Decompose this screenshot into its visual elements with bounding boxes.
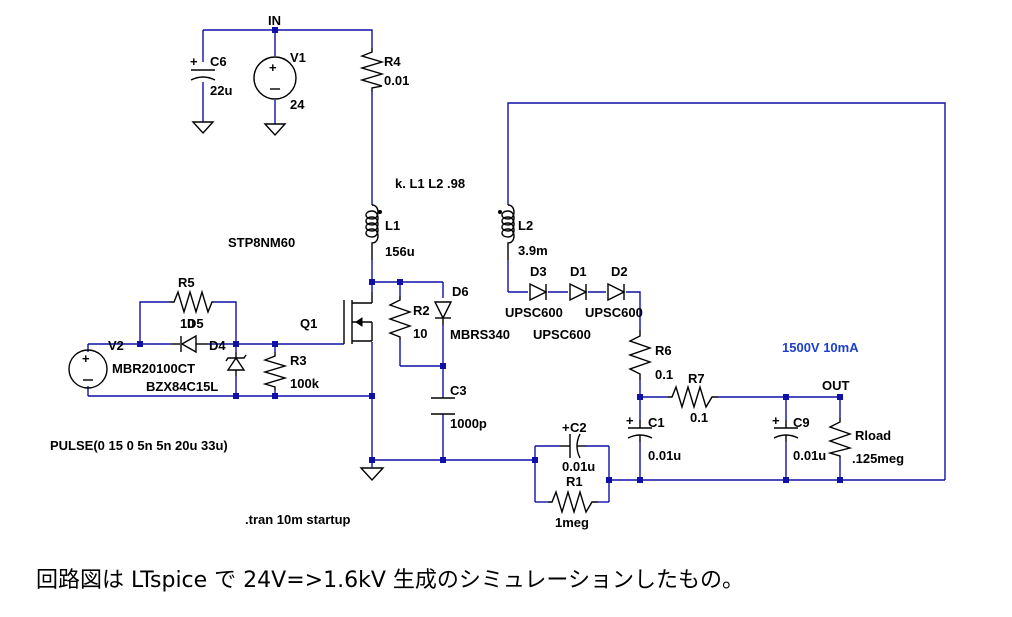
label-r3-value: 100k bbox=[290, 376, 320, 391]
junction-dots bbox=[137, 27, 843, 483]
label-r1: R1 bbox=[566, 474, 583, 489]
label-v2: V2 bbox=[108, 338, 124, 353]
d3-diode[interactable] bbox=[529, 282, 548, 302]
label-pulse: PULSE(0 15 0 5n 5n 20u 33u) bbox=[50, 438, 228, 453]
label-c9: C9 bbox=[793, 415, 810, 430]
label-q1: Q1 bbox=[300, 316, 317, 331]
label-d2: D2 bbox=[611, 264, 628, 279]
l1-inductor[interactable] bbox=[365, 204, 382, 260]
label-r7-value: 0.1 bbox=[690, 410, 708, 425]
q1-mosfet[interactable] bbox=[343, 292, 373, 344]
label-v1-value: 24 bbox=[290, 97, 305, 112]
label-d6-model: MBRS340 bbox=[450, 327, 510, 342]
ground-c6-icon bbox=[191, 121, 215, 135]
r4-resistor[interactable] bbox=[359, 48, 385, 92]
c9-capacitor[interactable]: + bbox=[772, 413, 799, 442]
label-c1: C1 bbox=[648, 415, 665, 430]
label-rload-value: .125meg bbox=[852, 451, 904, 466]
svg-text:+: + bbox=[82, 351, 90, 366]
d2-diode[interactable] bbox=[607, 282, 626, 302]
label-r5: R5 bbox=[178, 275, 195, 290]
label-l1-value: 156u bbox=[385, 244, 415, 259]
l2-inductor[interactable] bbox=[498, 204, 515, 260]
svg-text:+: + bbox=[626, 413, 634, 428]
d4-zener-diode[interactable] bbox=[225, 352, 247, 376]
c1-capacitor[interactable]: + bbox=[626, 413, 653, 442]
label-d3-model: UPSC600 bbox=[505, 305, 563, 320]
caption-text: 回路図は LTspice で 24V=>1.6kV 生成のシミュレーションしたも… bbox=[36, 568, 744, 593]
label-d1: D1 bbox=[570, 264, 587, 279]
label-r4: R4 bbox=[384, 54, 401, 69]
label-d5: D5 bbox=[187, 316, 204, 331]
svg-text:+: + bbox=[269, 60, 277, 75]
label-c6: C6 bbox=[210, 54, 227, 69]
r5-resistor[interactable] bbox=[170, 289, 214, 315]
c3-capacitor[interactable] bbox=[431, 397, 455, 415]
label-c2: C2 bbox=[570, 420, 587, 435]
label-l1: L1 bbox=[385, 218, 400, 233]
d1-diode[interactable] bbox=[569, 282, 588, 302]
label-v1: V1 bbox=[290, 50, 306, 65]
label-d1-model: UPSC600 bbox=[533, 327, 591, 342]
label-d4-model: BZX84C15L bbox=[146, 379, 218, 394]
label-d2-model: UPSC600 bbox=[585, 305, 643, 320]
label-d4: D4 bbox=[209, 338, 226, 353]
label-mosfet-model: STP8NM60 bbox=[228, 235, 295, 250]
label-r6: R6 bbox=[655, 343, 672, 358]
c2-capacitor[interactable]: + bbox=[560, 420, 586, 459]
svg-text:+: + bbox=[190, 54, 198, 69]
c6-capacitor[interactable]: + bbox=[190, 54, 216, 81]
svg-text:+: + bbox=[772, 413, 780, 428]
label-r2: R2 bbox=[413, 303, 430, 318]
label-r1-value: 1meg bbox=[555, 515, 589, 530]
v2-pulse-source[interactable]: + bbox=[68, 349, 108, 389]
r3-resistor[interactable] bbox=[262, 352, 288, 390]
circuit-schematic: + + bbox=[50, 13, 946, 530]
label-c9-value: 0.01u bbox=[793, 448, 826, 463]
ground-v1-icon bbox=[263, 123, 287, 137]
r7-resistor[interactable] bbox=[668, 384, 718, 410]
label-in: IN bbox=[268, 13, 281, 28]
label-c1-value: 0.01u bbox=[648, 448, 681, 463]
d6-diode[interactable] bbox=[433, 301, 453, 325]
wires bbox=[87, 29, 946, 503]
label-c3: C3 bbox=[450, 383, 467, 398]
label-r3: R3 bbox=[290, 353, 307, 368]
v1-voltage-source[interactable]: + bbox=[253, 56, 297, 100]
label-tran: .tran 10m startup bbox=[245, 512, 351, 527]
d5-diode[interactable] bbox=[172, 334, 208, 354]
label-rload: Rload bbox=[855, 428, 891, 443]
rload-resistor[interactable] bbox=[827, 418, 853, 458]
label-d6: D6 bbox=[452, 284, 469, 299]
label-c2-value: 0.01u bbox=[562, 459, 595, 474]
label-d5-model: MBR20100CT bbox=[112, 361, 195, 376]
label-out: OUT bbox=[822, 378, 850, 393]
label-c6-value: 22u bbox=[210, 83, 232, 98]
label-r5-value: 10 bbox=[180, 316, 194, 331]
label-r7: R7 bbox=[688, 371, 705, 386]
label-r6-value: 0.1 bbox=[655, 367, 673, 382]
label-l2: L2 bbox=[518, 218, 533, 233]
r6-resistor[interactable] bbox=[627, 330, 653, 380]
r1-resistor[interactable] bbox=[548, 489, 598, 515]
r2-resistor[interactable] bbox=[387, 296, 413, 340]
label-l2-value: 3.9m bbox=[518, 243, 548, 258]
label-d3: D3 bbox=[530, 264, 547, 279]
svg-text:+: + bbox=[562, 420, 570, 435]
label-c3-value: 1000p bbox=[450, 416, 487, 431]
label-coupling: k. L1 L2 .98 bbox=[395, 176, 465, 191]
label-spec: 1500V 10mA bbox=[782, 340, 859, 355]
label-r4-value: 0.01 bbox=[384, 73, 409, 88]
ground-main-icon bbox=[359, 460, 385, 482]
label-r2-value: 10 bbox=[413, 326, 427, 341]
